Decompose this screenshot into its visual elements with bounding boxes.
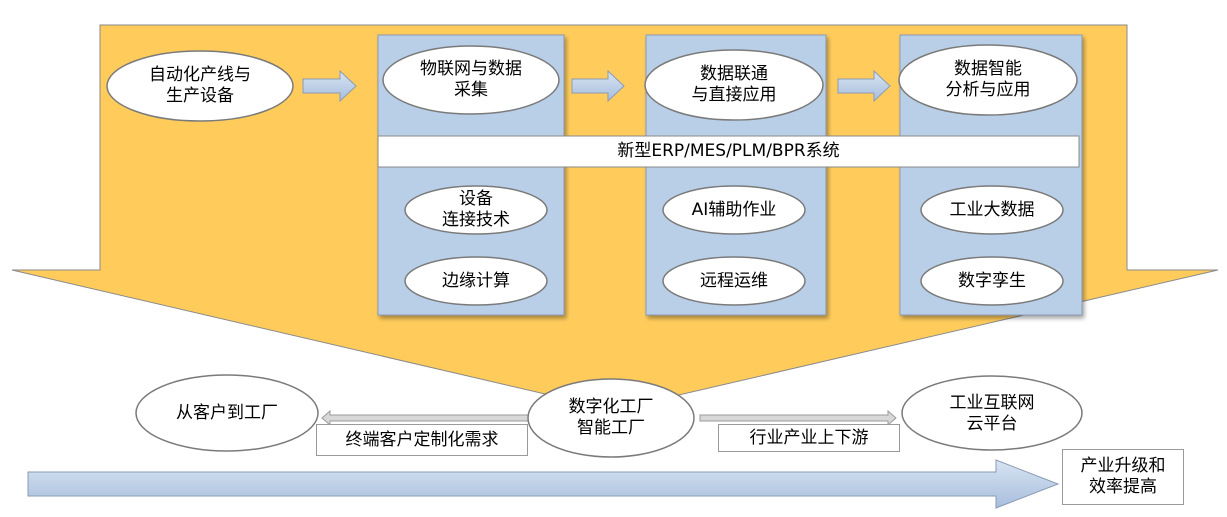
arrow-to-right	[699, 409, 897, 427]
label-auto-production: 自动化产线与 生产设备	[149, 65, 251, 106]
ellipse-iot	[382, 45, 560, 115]
label-device-connect: 设备 连接技术	[442, 189, 510, 230]
label-industrial-bigdata: 工业大数据	[949, 199, 1035, 220]
ellipse-remote	[662, 256, 806, 306]
ellipse-cloud	[901, 375, 1083, 451]
label-edge-compute: 边缘计算	[442, 270, 510, 291]
ellipse-edge	[404, 256, 548, 306]
ellipse-ai	[662, 185, 806, 235]
system-bar-label: 新型ERP/MES/PLM/BPR系统	[617, 141, 840, 161]
ellipse-twin	[920, 256, 1064, 306]
label-customer-to-factory: 从客户到工厂	[176, 402, 278, 423]
label-digital-twin: 数字孪生	[958, 270, 1026, 291]
flow-arrow-2	[571, 69, 625, 103]
label-upgrade: 产业升级和 效率提高	[1062, 449, 1184, 505]
label-custom-demand: 终端客户定制化需求	[316, 424, 528, 456]
system-bar-box	[377, 135, 1080, 168]
ellipse-factory	[527, 378, 695, 458]
ellipse-intel	[898, 44, 1078, 116]
ellipse-auto	[106, 50, 294, 122]
ellipse-device	[404, 185, 548, 235]
ellipse-connect	[644, 49, 824, 121]
label-data-connect: 数据联通 与直接应用	[691, 64, 777, 105]
label-iot-collection: 物联网与数据 采集	[420, 59, 522, 100]
ellipse-customer	[135, 374, 319, 452]
flow-arrow-1	[302, 69, 357, 103]
label-industry-chain: 行业产业上下游	[718, 424, 900, 452]
label-ai-assist: AI辅助作业	[691, 199, 777, 220]
label-data-intel: 数据智能 分析与应用	[945, 59, 1031, 100]
flow-arrow-3	[837, 69, 891, 103]
upgrade-arrow	[27, 459, 1060, 509]
label-industrial-internet: 工业互联网 云平台	[949, 393, 1035, 434]
label-remote-ops: 远程运维	[700, 270, 768, 291]
ellipse-bigdata	[920, 185, 1064, 235]
label-digital-factory: 数字化工厂 智能工厂	[568, 397, 654, 438]
arrow-to-left	[321, 409, 531, 427]
